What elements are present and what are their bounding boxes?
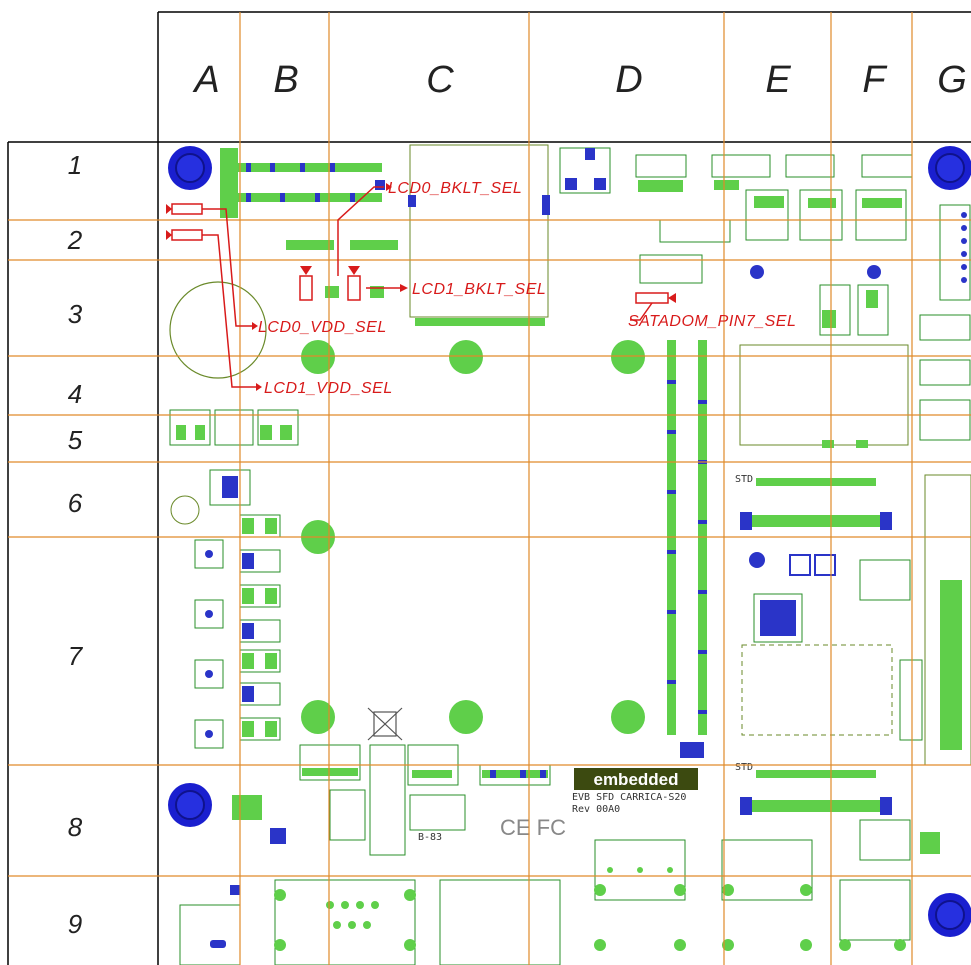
row-label-9: 9 bbox=[68, 909, 82, 939]
grid-lines bbox=[8, 12, 971, 965]
pcb-artwork: STD STD bbox=[166, 144, 971, 965]
column-label-c: C bbox=[426, 59, 454, 101]
column-label-a: A bbox=[192, 59, 219, 101]
board-silk-name: EVB SFD CARRICA-S20 bbox=[572, 792, 686, 803]
callout-lcd0-bklt-sel: LCD0_BKLT_SEL bbox=[388, 180, 522, 197]
callout-lcd1-bklt-sel: LCD1_BKLT_SEL bbox=[412, 281, 546, 298]
row-labels: 1 2 3 4 5 6 7 8 9 bbox=[67, 150, 84, 939]
board-silk-rev: Rev 00A0 bbox=[572, 804, 620, 815]
column-label-g: G bbox=[937, 59, 967, 101]
column-label-e: E bbox=[765, 59, 791, 101]
row-label-5: 5 bbox=[68, 425, 83, 455]
callout-lcd1-vdd-sel: LCD1_VDD_SEL bbox=[264, 380, 393, 397]
row-label-8: 8 bbox=[68, 812, 83, 842]
row-label-1: 1 bbox=[68, 150, 82, 180]
callout-leaders bbox=[202, 186, 653, 388]
row-label-7: 7 bbox=[68, 641, 84, 671]
callout-satadom-pin7-sel: SATADOM_PIN7_SEL bbox=[628, 313, 796, 330]
std-label: STD bbox=[735, 474, 753, 485]
row-label-6: 6 bbox=[68, 488, 83, 518]
std-label: STD bbox=[735, 762, 753, 773]
small-label: B-83 bbox=[418, 832, 442, 843]
weee-icon bbox=[367, 707, 403, 741]
callout-lcd0-vdd-sel: LCD0_VDD_SEL bbox=[258, 319, 387, 336]
column-label-f: F bbox=[862, 59, 887, 101]
row-label-4: 4 bbox=[68, 379, 82, 409]
column-label-b: B bbox=[273, 59, 298, 101]
column-labels: A B C D E F G bbox=[192, 59, 966, 101]
card-connector bbox=[740, 478, 892, 815]
grid-frame bbox=[7, 11, 971, 965]
board-logo: embedded bbox=[593, 770, 678, 789]
logo-box bbox=[574, 768, 698, 790]
column-label-d: D bbox=[615, 59, 642, 101]
row-label-3: 3 bbox=[68, 299, 83, 329]
cert-mark: CE FC bbox=[500, 815, 566, 840]
row-label-2: 2 bbox=[67, 225, 83, 255]
